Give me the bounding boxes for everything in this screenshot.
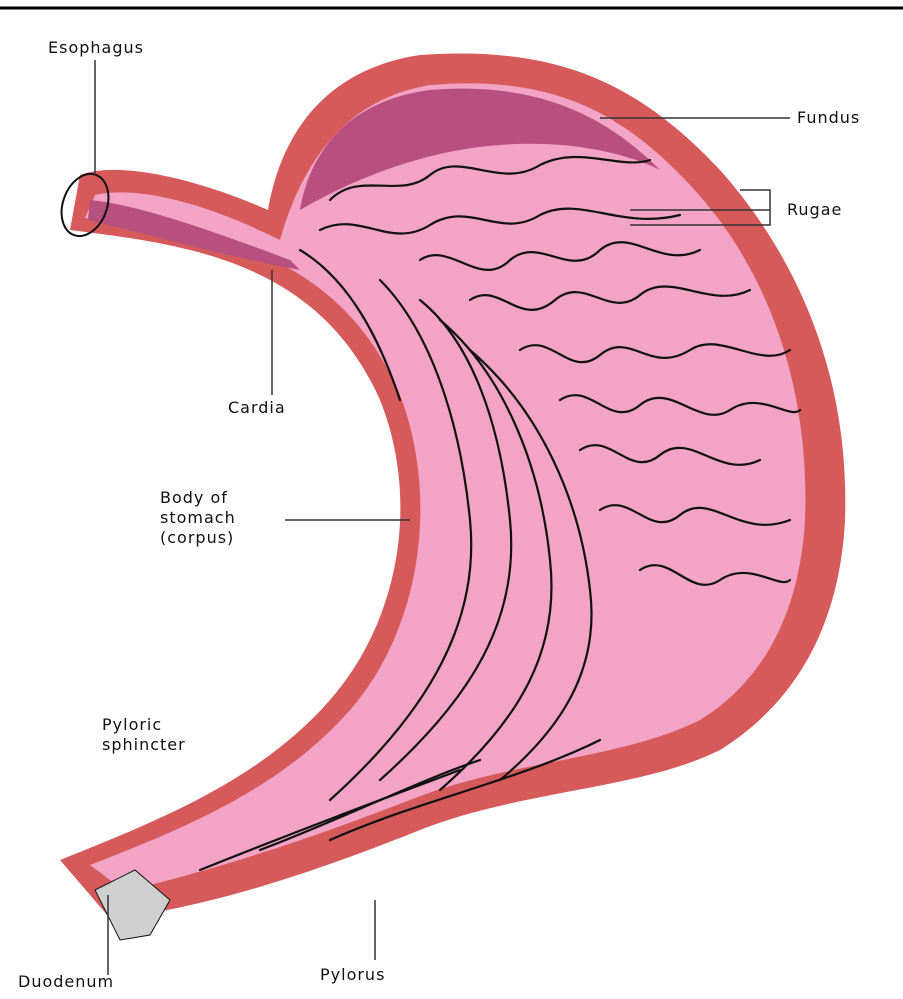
label-cardia: Cardia xyxy=(228,398,286,418)
label-pylorus: Pylorus xyxy=(320,965,385,985)
label-body-of-stomach: Body of stomach (corpus) xyxy=(160,488,236,548)
label-rugae: Rugae xyxy=(787,200,842,220)
label-fundus: Fundus xyxy=(797,108,860,128)
label-pyloric-sphincter: Pyloric sphincter xyxy=(102,715,186,755)
label-esophagus: Esophagus xyxy=(48,38,144,58)
label-duodenum: Duodenum xyxy=(18,972,114,992)
